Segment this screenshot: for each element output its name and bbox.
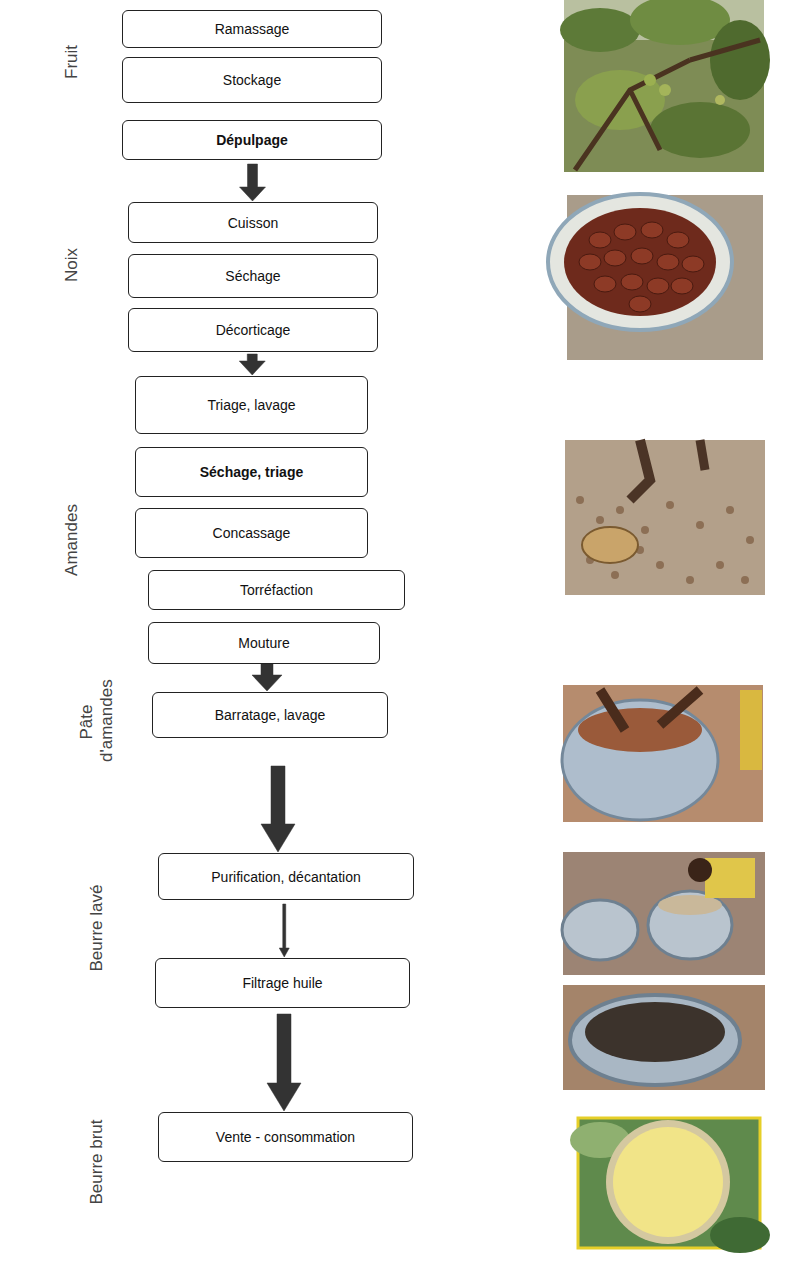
step-label: Filtrage huile — [242, 975, 322, 991]
flow-arrow — [252, 664, 282, 691]
flow-arrow — [267, 1014, 301, 1111]
stage-label: Fruit — [62, 45, 82, 79]
step-label: Stockage — [223, 72, 281, 88]
process-box: Ramassage — [122, 10, 382, 48]
process-box: Séchage — [128, 254, 378, 298]
tree-photo — [560, 0, 770, 172]
paste-pot-photo — [562, 685, 763, 822]
flow-arrow — [279, 904, 289, 957]
process-box: Filtrage huile — [155, 958, 410, 1008]
step-label: Décorticage — [216, 322, 291, 338]
step-label: Vente - consommation — [216, 1129, 355, 1145]
step-label: Purification, décantation — [211, 869, 360, 885]
step-label: Concassage — [213, 525, 291, 541]
stage-label: Beurre brut — [87, 1119, 107, 1204]
flow-arrow — [240, 164, 266, 201]
step-label: Barratage, lavage — [215, 707, 326, 723]
step-label: Dépulpage — [216, 132, 288, 148]
stage-label: Amandes — [62, 504, 82, 576]
step-label: Triage, lavage — [207, 397, 295, 413]
oil-pot-photo — [563, 985, 765, 1090]
nuts-bowl-photo — [548, 194, 763, 360]
step-label: Ramassage — [215, 21, 290, 37]
process-box: Stockage — [122, 57, 382, 103]
stage-label: Beurre lavé — [87, 885, 107, 972]
process-box: Mouture — [148, 622, 380, 664]
process-box: Cuisson — [128, 202, 378, 243]
step-label: Séchage — [225, 268, 280, 284]
flow-arrow — [261, 766, 295, 852]
flow-arrow — [239, 354, 265, 375]
process-box: Purification, décantation — [158, 853, 414, 900]
process-box: Barratage, lavage — [152, 692, 388, 738]
step-label: Cuisson — [228, 215, 279, 231]
process-box: Décorticage — [128, 308, 378, 352]
stage-label: Pâte d'amandes — [77, 682, 116, 762]
step-label: Séchage, triage — [200, 464, 304, 480]
process-box: Vente - consommation — [158, 1112, 413, 1162]
stage-label: Noix — [62, 248, 82, 282]
step-label: Mouture — [238, 635, 289, 651]
process-box: Triage, lavage — [135, 376, 368, 434]
process-box: Dépulpage — [122, 120, 382, 160]
step-label: Torréfaction — [240, 582, 313, 598]
process-box: Concassage — [135, 508, 368, 558]
process-box: Séchage, triage — [135, 447, 368, 497]
purification-photo — [562, 852, 765, 975]
kernels-photo — [565, 440, 765, 595]
process-box: Torréfaction — [148, 570, 405, 610]
butter-photo — [570, 1118, 770, 1253]
